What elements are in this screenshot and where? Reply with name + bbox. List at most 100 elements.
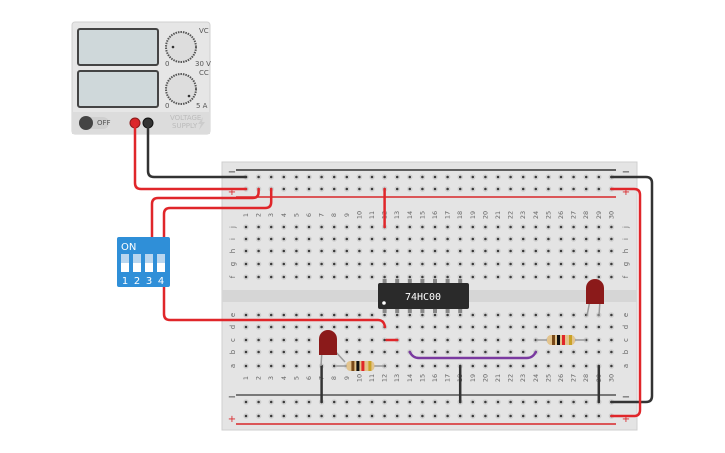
breadboard-hole[interactable] <box>381 261 388 267</box>
breadboard-hole[interactable] <box>255 248 262 254</box>
breadboard-hole[interactable] <box>596 224 602 230</box>
breadboard-hole[interactable] <box>306 312 312 318</box>
breadboard-hole[interactable] <box>596 186 602 192</box>
breadboard-hole[interactable] <box>533 312 539 318</box>
breadboard-hole[interactable] <box>293 337 300 343</box>
breadboard-hole[interactable] <box>470 174 476 180</box>
breadboard-hole[interactable] <box>444 248 451 254</box>
breadboard-hole[interactable] <box>470 312 476 318</box>
led-left[interactable] <box>319 330 346 367</box>
breadboard-hole[interactable] <box>293 274 300 280</box>
breadboard-hole[interactable] <box>583 261 589 267</box>
breadboard-hole[interactable] <box>356 312 363 318</box>
breadboard-hole[interactable] <box>369 248 375 254</box>
breadboard-hole[interactable] <box>243 248 249 254</box>
breadboard-hole[interactable] <box>596 337 602 343</box>
breadboard-hole[interactable] <box>268 236 274 242</box>
breadboard-hole[interactable] <box>293 324 300 330</box>
breadboard-hole[interactable] <box>394 261 400 267</box>
breadboard-hole[interactable] <box>419 174 426 180</box>
breadboard-hole[interactable] <box>407 186 413 192</box>
breadboard-hole[interactable] <box>344 312 350 318</box>
breadboard-hole[interactable] <box>356 349 363 355</box>
breadboard-hole[interactable] <box>457 413 463 419</box>
breadboard-hole[interactable] <box>432 174 438 180</box>
breadboard-hole[interactable] <box>255 224 262 230</box>
breadboard-hole[interactable] <box>457 224 463 230</box>
breadboard-hole[interactable] <box>495 337 501 343</box>
breadboard-hole[interactable] <box>381 248 388 254</box>
breadboard-hole[interactable] <box>545 413 552 419</box>
breadboard-hole[interactable] <box>381 312 388 318</box>
breadboard-hole[interactable] <box>608 236 615 242</box>
breadboard-hole[interactable] <box>482 248 489 254</box>
breadboard-hole[interactable] <box>482 186 489 192</box>
breadboard-hole[interactable] <box>520 174 526 180</box>
breadboard-hole[interactable] <box>318 174 325 180</box>
breadboard-hole[interactable] <box>507 174 514 180</box>
breadboard-hole[interactable] <box>293 312 300 318</box>
breadboard-hole[interactable] <box>293 413 300 419</box>
wire-right-rail-positive[interactable] <box>610 187 642 418</box>
breadboard-hole[interactable] <box>444 186 451 192</box>
breadboard-hole[interactable] <box>545 324 552 330</box>
breadboard-hole[interactable] <box>457 274 463 280</box>
breadboard-hole[interactable] <box>596 248 602 254</box>
breadboard-hole[interactable] <box>482 399 489 405</box>
breadboard-hole[interactable] <box>281 224 287 230</box>
breadboard-hole[interactable] <box>545 349 552 355</box>
breadboard-hole[interactable] <box>394 248 400 254</box>
breadboard-hole[interactable] <box>344 349 350 355</box>
breadboard-hole[interactable] <box>331 174 337 180</box>
breadboard-hole[interactable] <box>482 261 489 267</box>
breadboard-hole[interactable] <box>558 224 564 230</box>
breadboard-hole[interactable] <box>268 261 274 267</box>
breadboard-hole[interactable] <box>470 399 476 405</box>
breadboard-hole[interactable] <box>281 312 287 318</box>
breadboard-hole[interactable] <box>596 236 602 242</box>
breadboard-hole[interactable] <box>608 363 615 369</box>
breadboard-hole[interactable] <box>570 174 577 180</box>
breadboard-hole[interactable] <box>558 274 564 280</box>
breadboard-hole[interactable] <box>495 236 501 242</box>
breadboard-hole[interactable] <box>457 324 463 330</box>
breadboard-hole[interactable] <box>520 224 526 230</box>
breadboard-hole[interactable] <box>306 224 312 230</box>
breadboard-hole[interactable] <box>281 261 287 267</box>
breadboard-hole[interactable] <box>369 224 375 230</box>
breadboard-hole[interactable] <box>432 349 438 355</box>
breadboard-hole[interactable] <box>545 261 552 267</box>
breadboard-hole[interactable] <box>495 274 501 280</box>
breadboard-hole[interactable] <box>344 186 350 192</box>
breadboard-hole[interactable] <box>268 349 274 355</box>
breadboard-hole[interactable] <box>533 224 539 230</box>
breadboard-hole[interactable] <box>293 174 300 180</box>
breadboard-hole[interactable] <box>394 274 400 280</box>
breadboard-hole[interactable] <box>457 312 463 318</box>
breadboard-hole[interactable] <box>369 186 375 192</box>
breadboard-hole[interactable] <box>281 248 287 254</box>
breadboard-hole[interactable] <box>507 261 514 267</box>
led-right[interactable] <box>586 279 604 317</box>
breadboard-hole[interactable] <box>533 363 539 369</box>
breadboard-hole[interactable] <box>545 399 552 405</box>
breadboard-hole[interactable] <box>331 413 337 419</box>
breadboard-hole[interactable] <box>507 224 514 230</box>
voltage-knob[interactable] <box>165 31 197 63</box>
breadboard-hole[interactable] <box>545 186 552 192</box>
breadboard-hole[interactable] <box>482 363 489 369</box>
breadboard-hole[interactable] <box>495 399 501 405</box>
breadboard-hole[interactable] <box>444 399 451 405</box>
breadboard-hole[interactable] <box>419 248 426 254</box>
breadboard-hole[interactable] <box>520 399 526 405</box>
breadboard-hole[interactable] <box>306 248 312 254</box>
breadboard-hole[interactable] <box>545 363 552 369</box>
breadboard-hole[interactable] <box>407 174 413 180</box>
breadboard-hole[interactable] <box>344 261 350 267</box>
breadboard-hole[interactable] <box>495 174 501 180</box>
breadboard-hole[interactable] <box>268 337 274 343</box>
breadboard-hole[interactable] <box>331 186 337 192</box>
breadboard-hole[interactable] <box>470 413 476 419</box>
breadboard-hole[interactable] <box>470 337 476 343</box>
